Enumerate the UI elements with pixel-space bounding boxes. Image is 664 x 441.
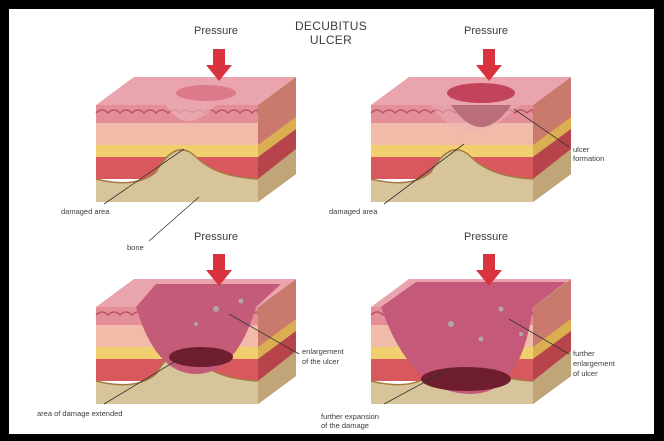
label-damaged-area-1: damaged area bbox=[61, 207, 109, 216]
pressure-label-1: Pressure bbox=[194, 25, 238, 37]
title-line-2: ULCER bbox=[271, 33, 391, 47]
label-damaged-area-2: damaged area bbox=[329, 207, 377, 216]
pressure-label-2: Pressure bbox=[464, 25, 508, 37]
panel-2-pressure-arrow bbox=[476, 49, 502, 81]
label-bone: bone bbox=[127, 243, 144, 252]
label-of-the-damage: of the damage bbox=[321, 421, 369, 430]
pressure-label-4: Pressure bbox=[464, 231, 508, 243]
decubitus-diagram bbox=[9, 9, 654, 434]
label-formation: formation bbox=[573, 154, 604, 163]
label-area-of-damage-extended: area of damage extended bbox=[37, 409, 122, 418]
panel-4-block bbox=[371, 279, 571, 404]
label-further-expansion: further expansion bbox=[321, 412, 379, 421]
panel-2-block bbox=[371, 77, 571, 202]
leader-bone bbox=[149, 197, 199, 241]
label-ulcer: ulcer bbox=[573, 145, 589, 154]
label-of-the-ulcer: of the ulcer bbox=[302, 357, 339, 366]
label-enlargement-2: enlargement bbox=[573, 359, 615, 368]
pressure-label-3: Pressure bbox=[194, 231, 238, 243]
label-of-ulcer: of ulcer bbox=[573, 369, 598, 378]
label-further: further bbox=[573, 349, 595, 358]
panel-1-pressure-arrow bbox=[206, 49, 232, 81]
diagram-title: DECUBITUS ULCER bbox=[271, 19, 391, 47]
panel-3-block bbox=[96, 279, 296, 404]
figure-frame: DECUBITUS ULCER Pressure Pressure Pressu… bbox=[9, 9, 654, 434]
title-line-1: DECUBITUS bbox=[271, 19, 391, 33]
panel-1-block bbox=[96, 77, 296, 202]
label-enlargement: enlargement bbox=[302, 347, 344, 356]
